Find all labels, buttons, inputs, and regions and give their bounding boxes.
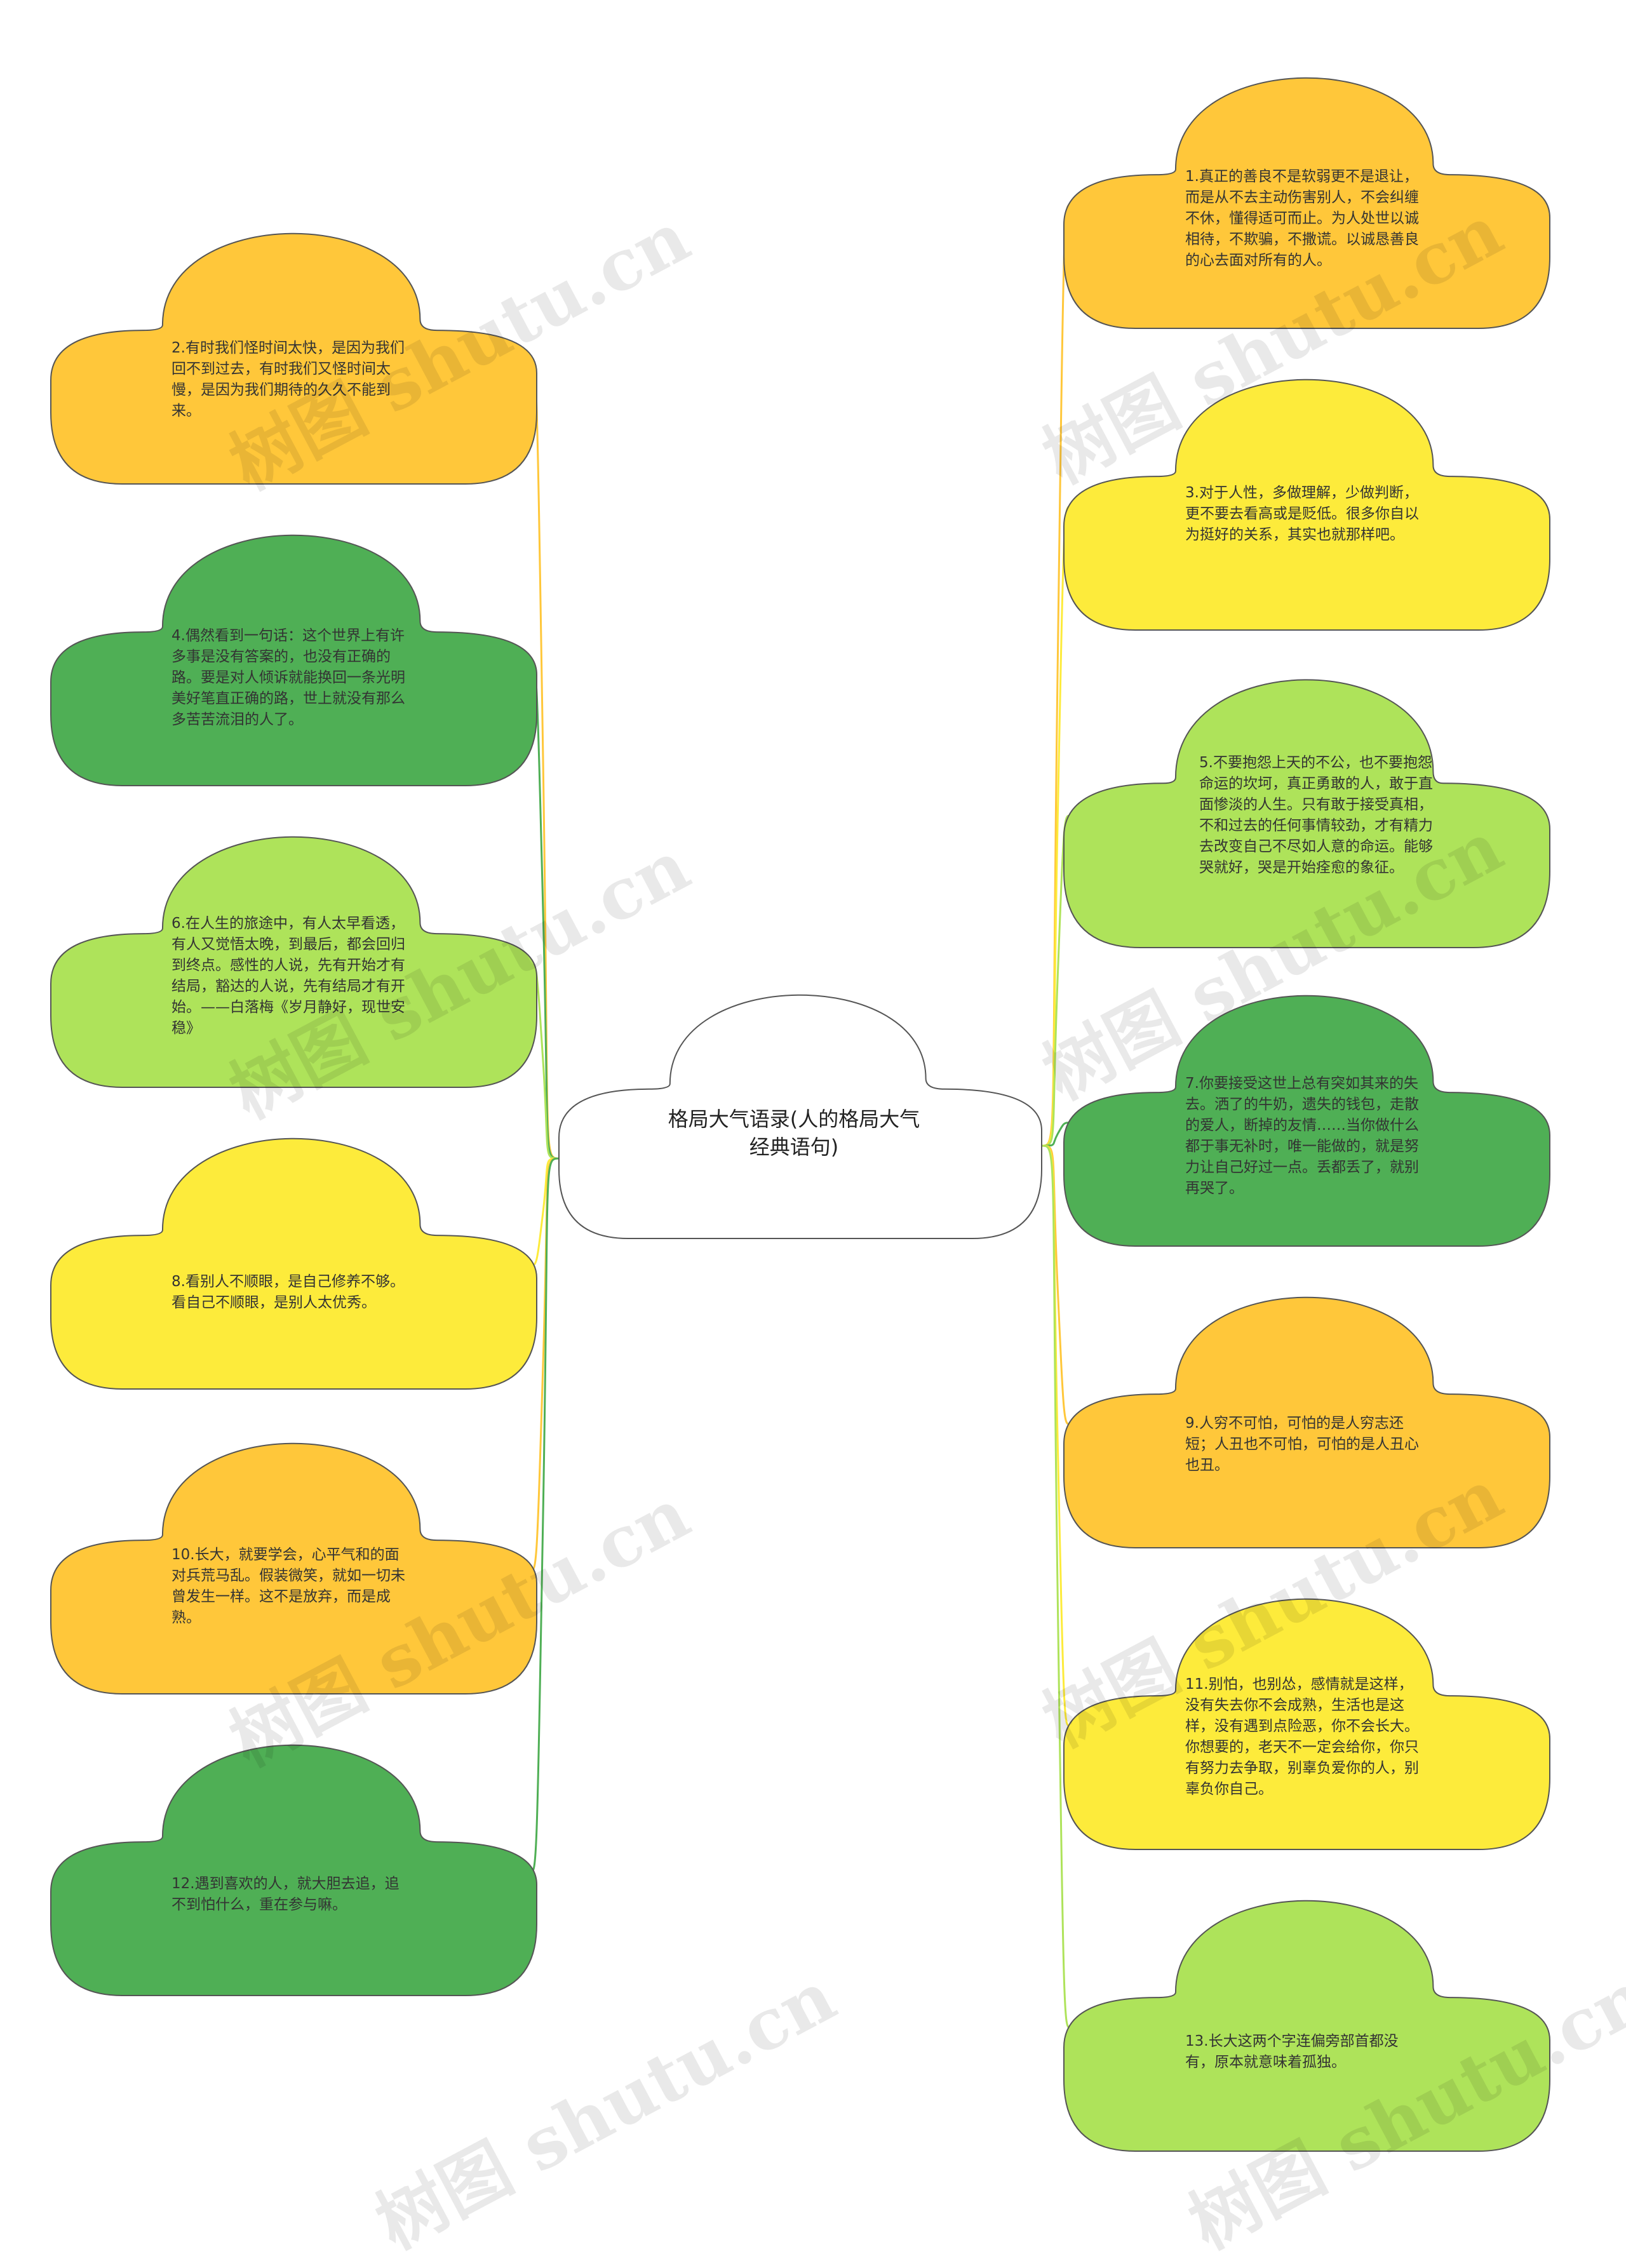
cloud-n4	[50, 534, 537, 786]
node-text-n5[interactable]: 5.不要抱怨上天的不公，也不要抱怨命运的坎坷，真正勇敢的人，敢于直面惨淡的人生。…	[1199, 755, 1433, 876]
node-text-n12[interactable]: 12.遇到喜欢的人，就大胆去追，追不到怕什么，重在参与嘛。	[171, 1875, 400, 1913]
cloud-n5	[1063, 679, 1550, 948]
node-text-n6[interactable]: 6.在人生的旅途中，有人太早看透，有人又觉悟太晚，到最后，都会回归到终点。感性的…	[171, 915, 405, 1037]
cloud-n3	[1063, 379, 1550, 631]
cloud-shapes	[50, 77, 1550, 2152]
node-text-n13[interactable]: 13.长大这两个字连偏旁部首都没有，原本就意味着孤独。	[1185, 2033, 1399, 2070]
cloud-n9	[1063, 1296, 1550, 1548]
cloud-n12	[50, 1744, 537, 1996]
node-text-n11[interactable]: 11.别怕，也别怂，感情就是这样，没有失去你不会成熟，生活也是这样，没有遇到点险…	[1185, 1676, 1419, 1797]
cloud-n8	[50, 1137, 537, 1390]
cloud-n1	[1063, 77, 1550, 329]
node-text-n9[interactable]: 9.人穷不可怕，可怕的是人穷志还短；人丑也不可怕，可怕的是人丑心也丑。	[1185, 1415, 1419, 1473]
central-topic[interactable]: 格局大气语录(人的格局大气经典语句)	[668, 1107, 920, 1159]
node-text-n10[interactable]: 10.长大，就要学会，心平气和的面对兵荒马乱。假装微笑，就如一切未曾发生一样。这…	[171, 1547, 405, 1626]
node-text-n7[interactable]: 7.你要接受这世上总有突如其来的失去。洒了的牛奶，遗失的钱包，走散的爱人，断掉的…	[1185, 1075, 1419, 1197]
node-text-n3[interactable]: 3.对于人性，多做理解，少做判断，更不要去看高或是贬低。很多你自以为挺好的关系，…	[1185, 485, 1419, 543]
cloud-n2	[50, 232, 537, 485]
cloud-n11	[1063, 1598, 1550, 1850]
connector-lines	[530, 204, 1071, 2029]
node-text-n8[interactable]: 8.看别人不顺眼，是自己修养不够。看自己不顺眼，是别人太优秀。	[171, 1273, 405, 1311]
mind-map-canvas	[50, 77, 1550, 2152]
connector-n8	[530, 1157, 560, 1267]
node-text-n4[interactable]: 4.偶然看到一句话：这个世界上有许多事是没有答案的，也没有正确的路。要是对人倾诉…	[171, 627, 405, 728]
connector-n13	[1041, 1144, 1071, 2029]
central-cloud	[558, 994, 1042, 1239]
connector-n12	[530, 1157, 560, 1874]
cloud-n13	[1063, 1900, 1550, 2152]
cloud-n10	[50, 1442, 537, 1694]
connector-n9	[1041, 1144, 1071, 1426]
node-text-n2[interactable]: 2.有时我们怪时间太快，是因为我们回不到过去，有时我们又怪时间太慢，是因为我们期…	[171, 340, 405, 419]
cloud-n6	[50, 836, 537, 1088]
connector-n7	[1041, 1122, 1071, 1147]
cloud-n7	[1063, 995, 1550, 1247]
node-text-n1[interactable]: 1.真正的善良不是软弱更不是退让，而是从不去主动伤害别人，不会纠缠不休，懂得适可…	[1185, 168, 1419, 269]
connector-n10	[530, 1157, 560, 1572]
